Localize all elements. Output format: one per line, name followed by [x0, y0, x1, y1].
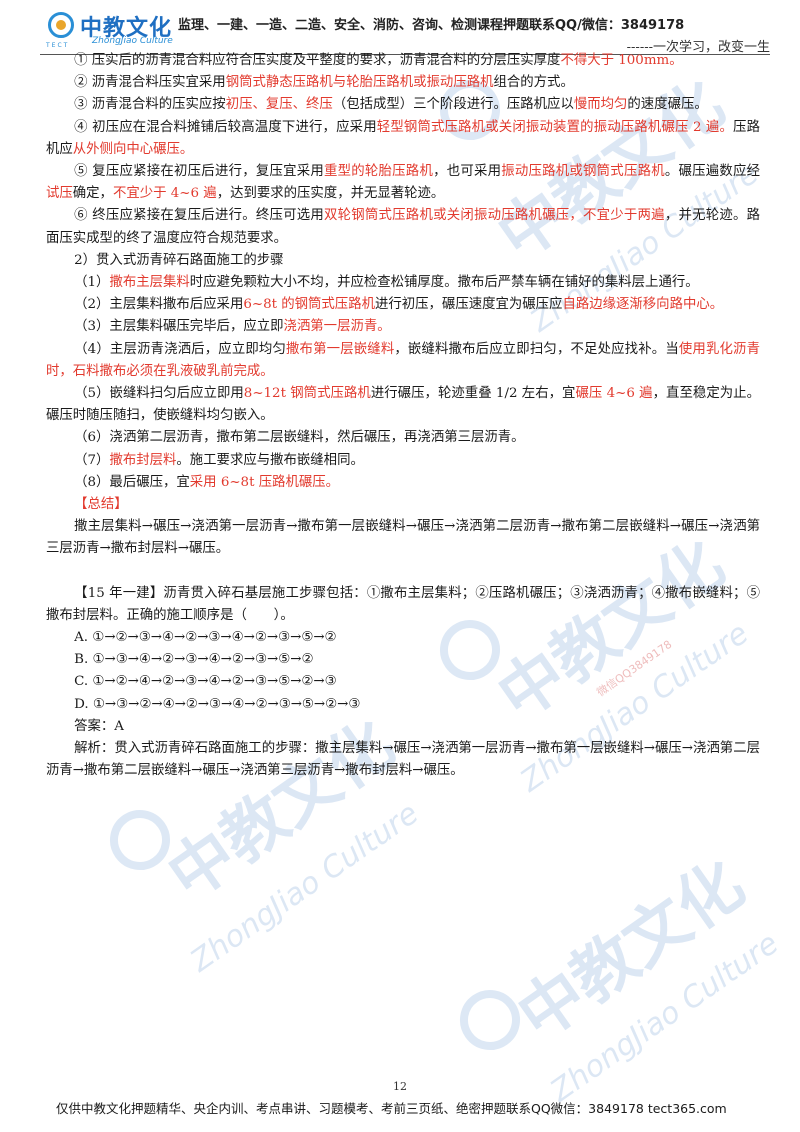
- watermark-en-3: ZhongJiao Culture: [184, 795, 425, 980]
- paragraph-2: ② 沥青混合料压实宜采用钢筒式静态压路机与轮胎压路机或振动压路机组合的方式。: [46, 72, 760, 94]
- text: ⑤ 复压应紧接在初压后进行，复压宜采用: [74, 164, 325, 180]
- text: 。施工要求应与撒布嵌缝相同。: [176, 452, 364, 468]
- highlight: 撒布主层集料: [109, 275, 190, 291]
- logo-sub-text: TECT: [46, 42, 70, 49]
- text: ⑥ 终压应紧接在复压后进行。终压可选用: [74, 208, 325, 224]
- highlight: 采用 6~8t 压路机碾压。: [189, 474, 340, 490]
- text: ，嵌缝料撒布后应立即扫匀，不足处应找补。当: [394, 341, 679, 357]
- watermark-logo-3: [98, 798, 182, 882]
- paragraph-4: ④ 初压应在混合料摊铺后较高温度下进行，应采用轻型钢筒式压路机或关闭振动装置的振…: [46, 117, 760, 161]
- watermark-text-4: 中教文化: [505, 847, 758, 1055]
- highlight: 双轮钢筒式压路机或关闭振动压路机碾压，不宜少于两遍: [324, 208, 665, 224]
- text: 确定，: [72, 186, 113, 202]
- text: （3）主层集料碾压完毕后，应立即: [74, 319, 284, 335]
- page-header: 中教文化 ZhongJiao Culture TECT 监理、一建、一造、二造、…: [40, 8, 770, 58]
- highlight: 钢筒式静态压路机与轮胎压路机或振动压路机: [225, 75, 494, 91]
- page-number: 12: [393, 1080, 407, 1093]
- step-8: （8）最后碾压，宜采用 6~8t 压路机碾压。: [46, 472, 760, 494]
- step-3: （3）主层集料碾压完毕后，应立即浇洒第一层沥青。: [46, 316, 760, 338]
- logo-en-text: ZhongJiao Culture: [92, 36, 173, 46]
- option-b: B. ①→③→④→②→③→④→②→③→⑤→②: [74, 652, 314, 668]
- text: 。碾压遍数应经: [664, 164, 761, 180]
- step-2: （2）主层集料撒布后应采用6~8t 的钢筒式压路机进行初压，碾压速度宜为碾压应自…: [46, 294, 760, 316]
- text: （7）: [74, 452, 110, 468]
- step-5: （5）嵌缝料扫匀后应立即用8~12t 钢筒式压路机进行碾压，轮迹重叠 1/2 左…: [46, 383, 760, 427]
- highlight: 试压: [46, 186, 73, 202]
- highlight: 振动压路机或钢筒式压路机: [501, 164, 665, 180]
- highlight: 自路边缘逐渐移向路中心。: [562, 297, 724, 313]
- step-1: （1）撒布主层集料时应避免颗粒大小不均，并应检查松铺厚度。撒布后严禁车辆在铺好的…: [46, 272, 760, 294]
- text: ① 压实后的沥青混合料应符合压实度及平整度的要求，沥青混合料的分层压实厚度: [74, 53, 561, 68]
- text: 压路机应: [46, 119, 760, 157]
- summary-tag: 【总结】: [46, 494, 760, 516]
- text: 组合的方式。: [493, 75, 574, 91]
- section-heading: 2）贯入式沥青碎石路面施工的步骤: [74, 252, 284, 268]
- highlight: 轻型钢筒式压路机或关闭振动装置的振动压路机碾压 2 遍。: [376, 119, 734, 135]
- watermark-circle-icon: [448, 978, 532, 1062]
- highlight: 8~12t 钢筒式压路机: [243, 386, 371, 402]
- text: ，达到要求的压实度，并无显著轮迹。: [216, 186, 445, 202]
- highlight: 初压、复压、终压: [225, 97, 333, 113]
- footer-text: 仅供中教文化押题精华、央企内训、考点串讲、习题模考、考前三页纸、绝密押题联系QQ…: [56, 1101, 727, 1116]
- highlight: 不宜少于 4~6 遍: [112, 186, 217, 202]
- paragraph-3: ③ 沥青混合料的压实应按初压、复压、终压（包括成型）三个阶段进行。压路机应以慢而…: [46, 94, 760, 116]
- logo-cn-text: 中教文化: [80, 16, 173, 41]
- text: ④ 初压应在混合料摊铺后较高温度下进行，应采用: [74, 119, 377, 135]
- text: （2）主层集料撒布后应采用: [74, 297, 244, 313]
- highlight: 重型的轮胎压路机: [324, 164, 434, 180]
- summary-label: 【总结】: [74, 497, 128, 513]
- paragraph-1: ① 压实后的沥青混合料应符合压实度及平整度的要求，沥青混合料的分层压实厚度不得大…: [46, 50, 760, 72]
- header-title: 监理、一建、一造、二造、安全、消防、咨询、检测课程押题联系QQ/微信：38491…: [178, 18, 685, 33]
- spacer: [46, 561, 760, 583]
- header-motto: ------一次学习，改变一生: [626, 40, 770, 55]
- text: （8）最后碾压，宜: [74, 474, 190, 490]
- text: 的速度碾压。: [627, 97, 708, 113]
- text: ② 沥青混合料压实宜采用: [74, 75, 226, 91]
- text: ，并无轮迹。路面压实成型的终了温度应符合规范要求。: [46, 208, 761, 246]
- highlight: 浇洒第一层沥青。: [283, 319, 391, 335]
- question-text: 【15 年一建】沥青贯入碎石基层施工步骤包括：①撒布主层集料；②压路机碾压；③浇…: [46, 585, 760, 623]
- answer-text: 答案：A: [74, 718, 124, 734]
- highlight: 撒布第一层嵌缝料: [286, 341, 395, 357]
- summary-text: 撒主层集料→碾压→浇洒第一层沥青→撒布第一层嵌缝料→碾压→浇洒第二层沥青→撒布第…: [46, 519, 760, 557]
- step-7: （7）撒布封层料。施工要求应与撒布嵌缝相同。: [46, 450, 760, 472]
- highlight: 使用乳化沥青时，石料撒布必须在乳液破乳前完成。: [46, 341, 760, 379]
- highlight: 不得大于 100mm。: [560, 53, 683, 68]
- text: 时应避免颗粒大小不均，并应检查松铺厚度。撒布后严禁车辆在铺好的集料层上通行。: [189, 275, 699, 291]
- highlight: 慢而均匀: [573, 97, 628, 113]
- highlight: 6~8t 的钢筒式压路机: [243, 297, 375, 313]
- text: ③ 沥青混合料的压实应按: [74, 97, 226, 113]
- text: （1）: [74, 275, 110, 291]
- watermark-logo-4: [448, 978, 532, 1062]
- logo-icon: [48, 12, 74, 38]
- paragraph-6: ⑥ 终压应紧接在复压后进行。终压可选用双轮钢筒式压路机或关闭振动压路机碾压，不宜…: [46, 205, 760, 249]
- text: （5）嵌缝料扫匀后应立即用: [74, 386, 244, 402]
- text: （包括成型）三个阶段进行。压路机应以: [332, 97, 574, 113]
- paragraph-5: ⑤ 复压应紧接在初压后进行，复压宜采用重型的轮胎压路机，也可采用振动压路机或钢筒…: [46, 161, 760, 205]
- highlight: 从外侧向中心碾压。: [72, 141, 194, 157]
- option-d: D. ①→③→②→④→②→③→④→②→③→⑤→②→③: [74, 696, 361, 712]
- analysis-text: 解析：贯入式沥青碎石路面施工的步骤：撒主层集料→碾压→浇洒第一层沥青→撒布第一层…: [46, 741, 760, 779]
- watermark-circle-icon: [98, 798, 182, 882]
- header-divider: [40, 54, 770, 55]
- highlight: 撒布封层料: [109, 452, 177, 468]
- step-4: （4）主层沥青浇洒后，应立即均匀撒布第一层嵌缝料，嵌缝料撒布后应立即扫匀，不足处…: [46, 339, 760, 383]
- option-c: C. ①→②→④→②→③→④→②→③→⑤→②→③: [74, 674, 337, 690]
- text: 进行初压，碾压速度宜为碾压应: [374, 297, 563, 313]
- text: ，也可采用: [433, 164, 502, 180]
- text: 进行碾压，轮迹重叠 1/2 左右，宜: [370, 386, 576, 402]
- highlight: 碾压 4~6 遍: [575, 386, 653, 402]
- text: （4）主层沥青浇洒后，应立即均匀: [74, 341, 287, 357]
- step-6: （6）浇洒第二层沥青，撒布第二层嵌缝料，然后碾压，再浇洒第三层沥青。: [74, 430, 525, 446]
- brand-logo: 中教文化 ZhongJiao Culture TECT: [40, 8, 200, 52]
- option-a: A. ①→②→③→④→②→③→④→②→③→⑤→②: [74, 630, 337, 646]
- document-body: ① 压实后的沥青混合料应符合压实度及平整度的要求，沥青混合料的分层压实厚度不得大…: [46, 50, 760, 783]
- text: ，直至稳定为止。碾压时随压随扫，使嵌缝料均匀嵌入。: [46, 386, 760, 424]
